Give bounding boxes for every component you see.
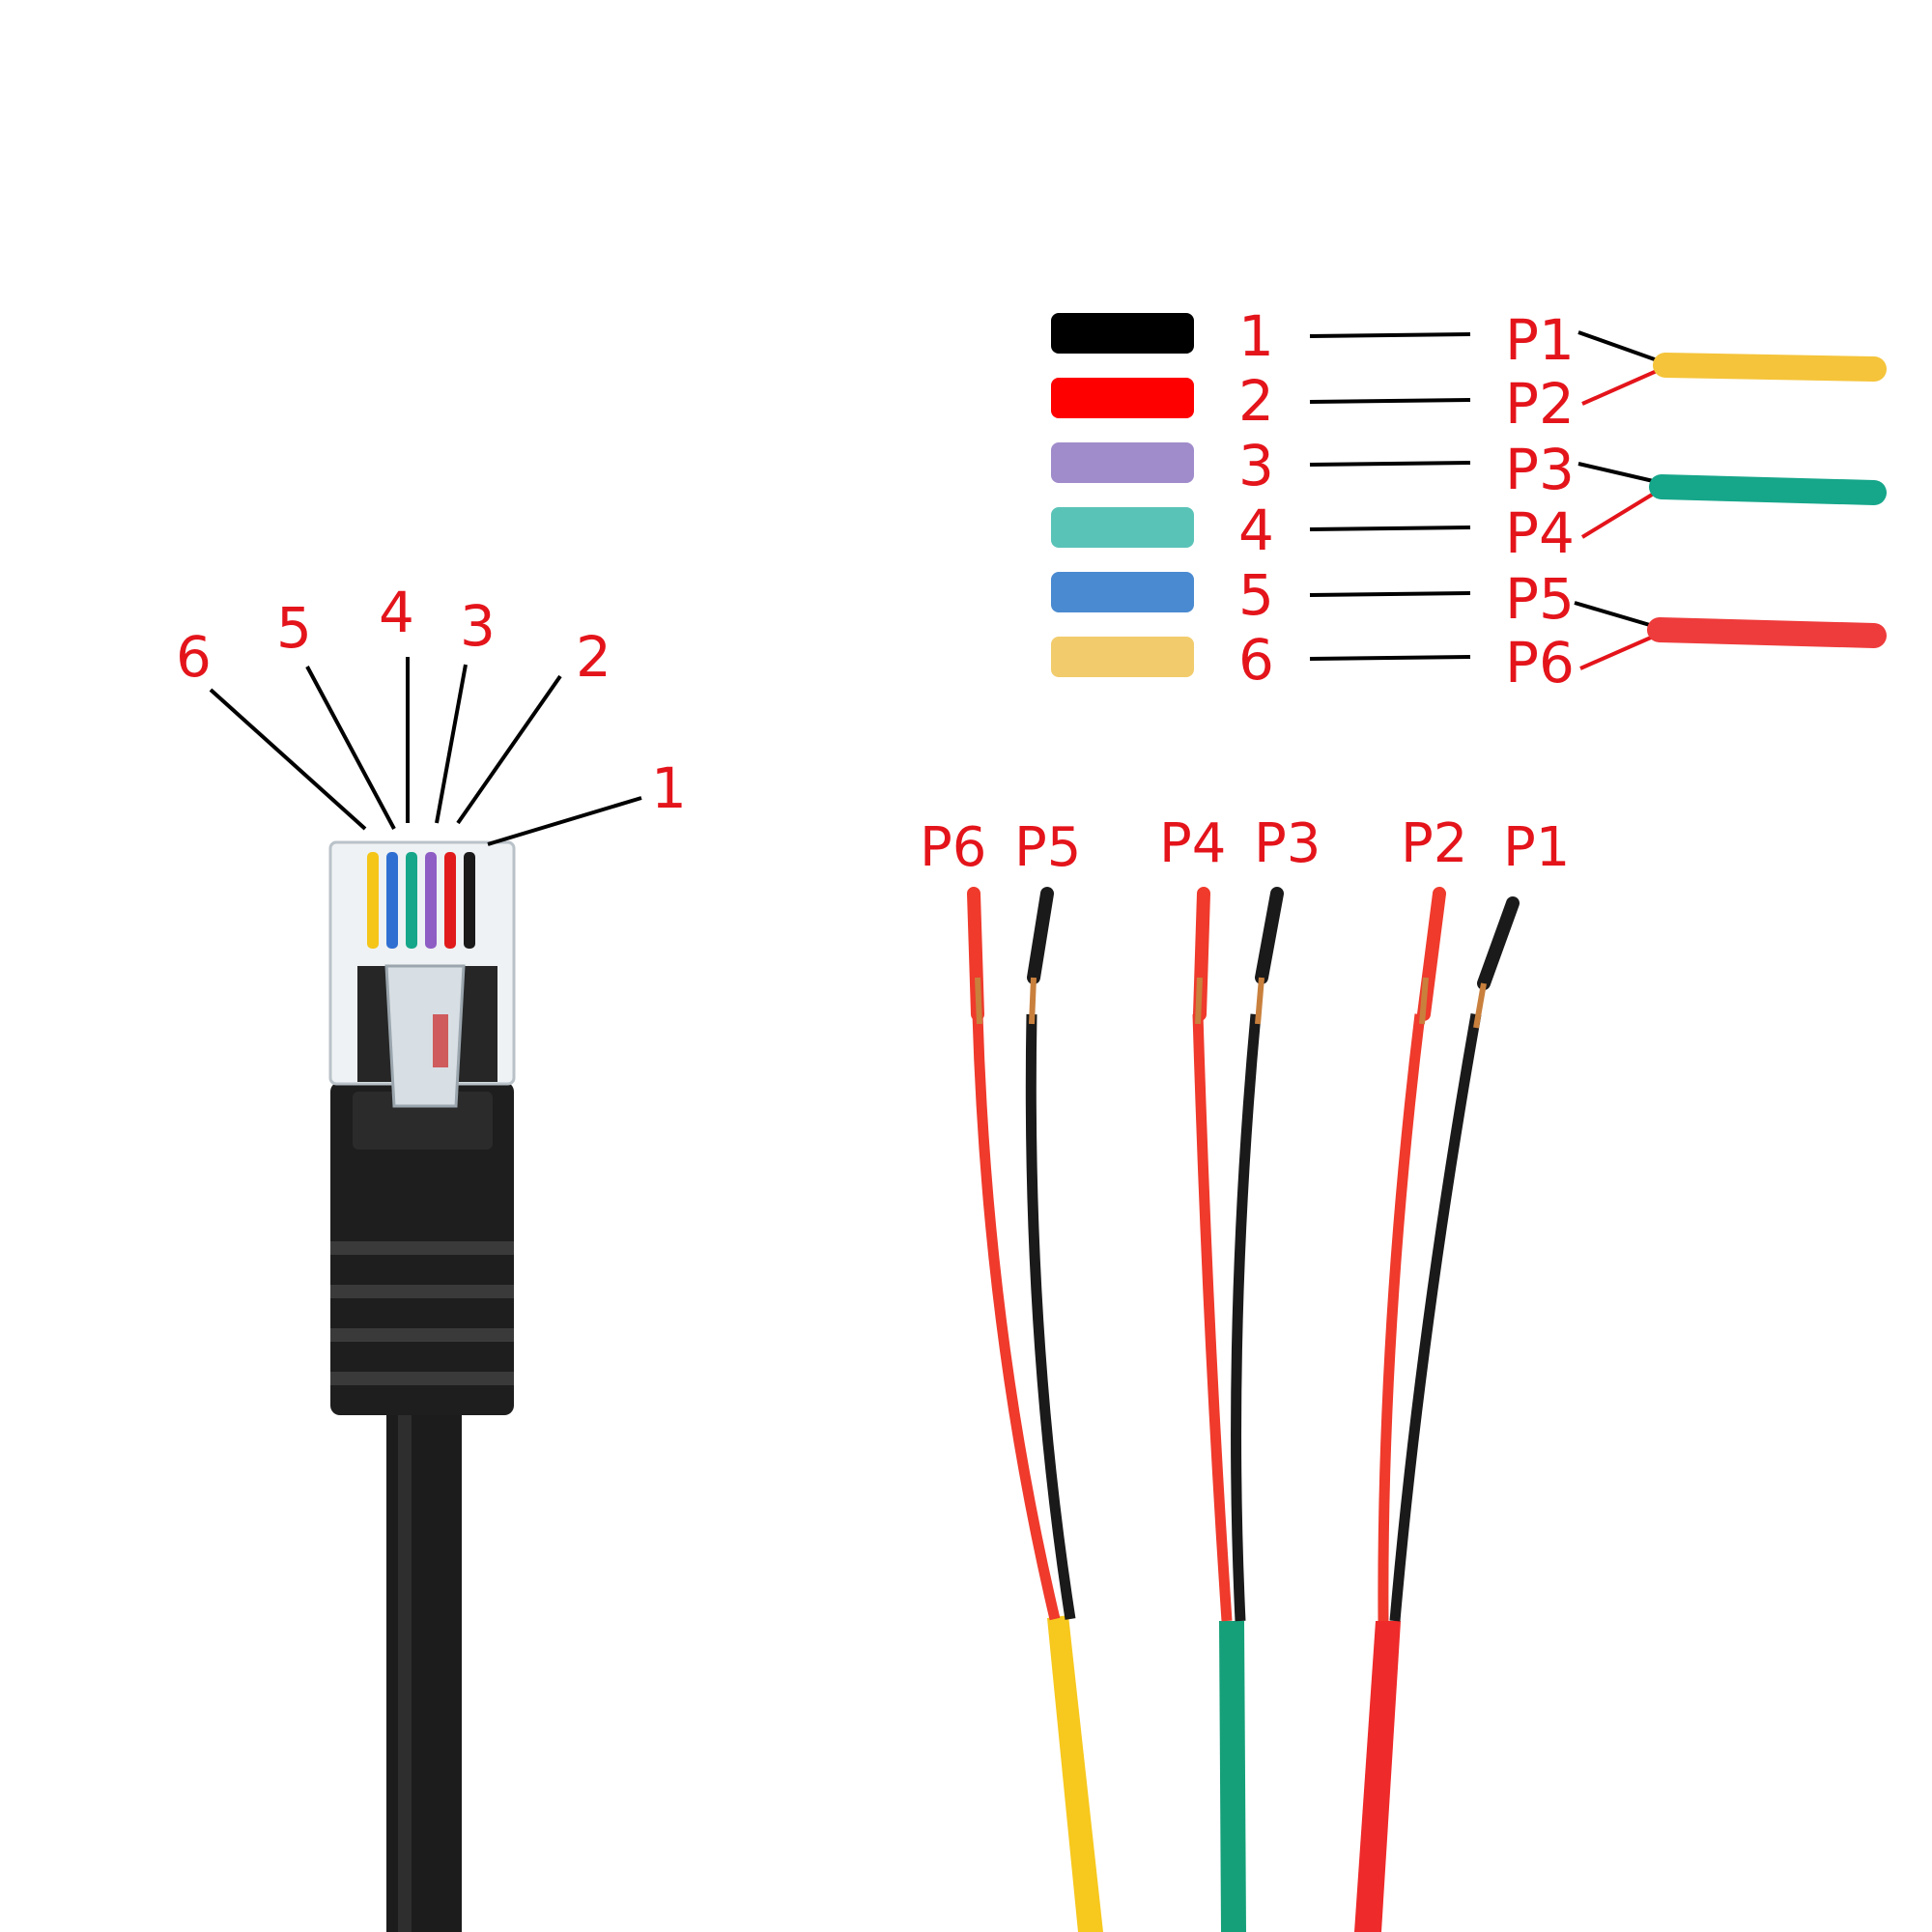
wire-label: P3	[1254, 812, 1321, 875]
plug-contacts	[367, 852, 475, 949]
legend-swatch	[1051, 378, 1194, 418]
wire-label: P5	[1014, 816, 1081, 879]
pin-label: 3	[460, 593, 496, 659]
wire-jacket	[1219, 1621, 1246, 1932]
wire-jacket	[1047, 1615, 1103, 1932]
legend-pin: 4	[1238, 497, 1274, 563]
legend-swatch	[1051, 313, 1194, 354]
legend-pair: P1	[1505, 307, 1575, 373]
legend-pair: P2	[1505, 371, 1575, 437]
legend-pin: 2	[1238, 368, 1274, 434]
legend-pin: 6	[1238, 627, 1274, 693]
legend-pin: 3	[1238, 433, 1274, 498]
color-legend: 1 2 3 4 5 6 P1 P2 P3 P4 P5 P6	[1051, 303, 1887, 696]
legend-pair: P5	[1505, 566, 1575, 632]
pin-label: 5	[276, 595, 312, 661]
wire-label: P1	[1503, 816, 1570, 879]
wire-ends: P6 P5 P4 P3 P2 P1	[920, 812, 1570, 1932]
pin-label: 6	[176, 624, 212, 690]
legend-swatch	[1051, 572, 1194, 612]
wire-label: P4	[1159, 812, 1226, 875]
lead-black	[1231, 1013, 1262, 1622]
pair-wire	[1647, 617, 1887, 648]
pair-wire	[1653, 353, 1887, 382]
pin-callouts	[209, 657, 642, 846]
pin-label: 1	[651, 755, 687, 821]
rj-connector	[328, 840, 516, 1932]
pin-label: 2	[576, 624, 611, 690]
wire-label: P6	[920, 816, 986, 879]
legend-pin: 5	[1238, 562, 1274, 628]
legend-pair: P4	[1505, 500, 1575, 566]
lead-red	[972, 1013, 1061, 1621]
legend-swatch	[1051, 442, 1194, 483]
legend-pair: P3	[1505, 437, 1575, 502]
legend-pin: 1	[1238, 303, 1274, 369]
legend-swatch	[1051, 637, 1194, 677]
lead-black	[1389, 1013, 1482, 1622]
pair-wire	[1649, 474, 1887, 505]
cable	[386, 1391, 462, 1932]
lead-red	[1378, 1013, 1426, 1622]
pin-label: 4	[379, 580, 414, 645]
legend-pair: P6	[1505, 630, 1575, 696]
wire-label: P2	[1401, 812, 1467, 875]
lead-red	[1192, 1013, 1233, 1622]
lead-black	[1025, 1013, 1076, 1620]
wire-jacket	[1354, 1621, 1401, 1932]
legend-swatch	[1051, 507, 1194, 548]
